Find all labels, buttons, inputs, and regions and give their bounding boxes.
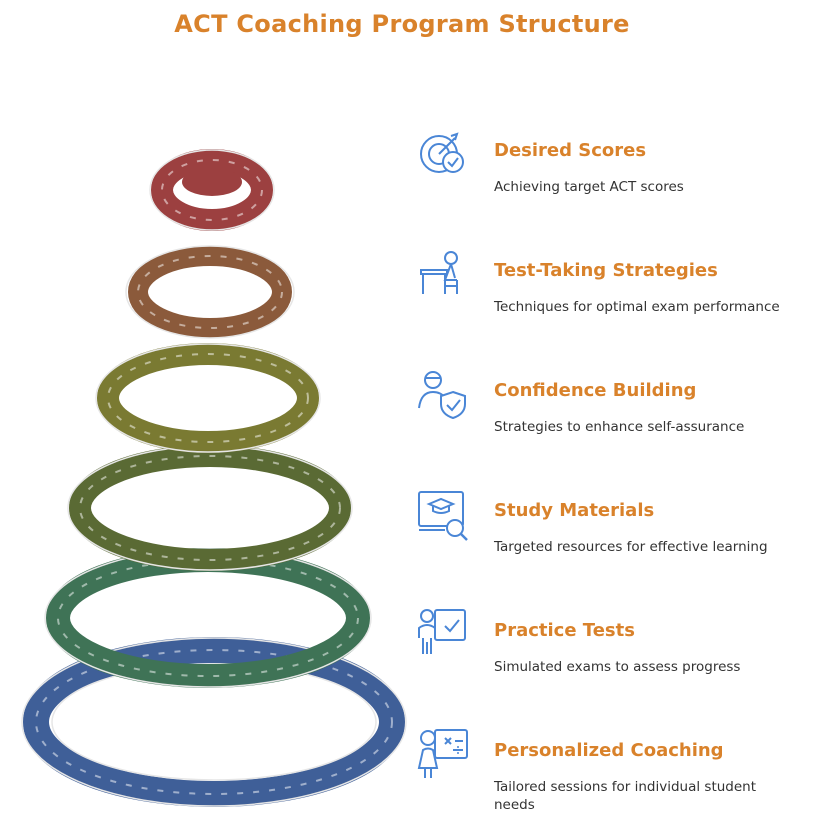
page-title: ACT Coaching Program Structure: [174, 10, 630, 38]
level-desired-scores: Desired Scores Achieving target ACT scor…: [415, 128, 810, 228]
screen-search-icon: [418, 491, 468, 541]
person-shield-icon: [418, 371, 466, 420]
level-heading: Study Materials: [494, 500, 655, 521]
level-description: Techniques for optimal exam performance: [494, 299, 780, 315]
level-description: Achieving target ACT scores: [494, 179, 684, 195]
level-confidence-building: Confidence Building Strategies to enhanc…: [415, 368, 810, 468]
level-personalized-coaching: Personalized Coaching Tailored sessions …: [415, 728, 810, 828]
level-description: Tailored sessions for individual student…: [494, 779, 757, 813]
ring-personalized-coaching: [21, 637, 407, 807]
teacher-board-icon: [417, 729, 468, 778]
ring-confidence-building: [95, 343, 321, 453]
level-heading: Confidence Building: [494, 380, 697, 401]
person-checkboard-icon: [418, 609, 466, 654]
level-description: Targeted resources for effective learnin…: [494, 539, 768, 555]
ring-desired-scores: [149, 149, 275, 231]
target-check-icon: [420, 132, 464, 173]
level-heading: Practice Tests: [494, 620, 635, 641]
ring-test-taking-strategies: [125, 245, 295, 339]
person-at-desk-icon: [420, 251, 458, 294]
level-heading: Test-Taking Strategies: [494, 260, 718, 281]
level-description: Strategies to enhance self-assurance: [494, 419, 745, 435]
level-practice-tests: Practice Tests Simulated exams to assess…: [415, 608, 810, 708]
level-description: Simulated exams to assess progress: [494, 659, 741, 675]
level-heading: Desired Scores: [494, 140, 647, 161]
ring-study-materials: [67, 445, 353, 571]
level-heading: Personalized Coaching: [494, 740, 724, 761]
level-study-materials: Study Materials Targeted resources for e…: [415, 488, 810, 588]
level-test-taking-strategies: Test-Taking Strategies Techniques for op…: [415, 248, 810, 348]
